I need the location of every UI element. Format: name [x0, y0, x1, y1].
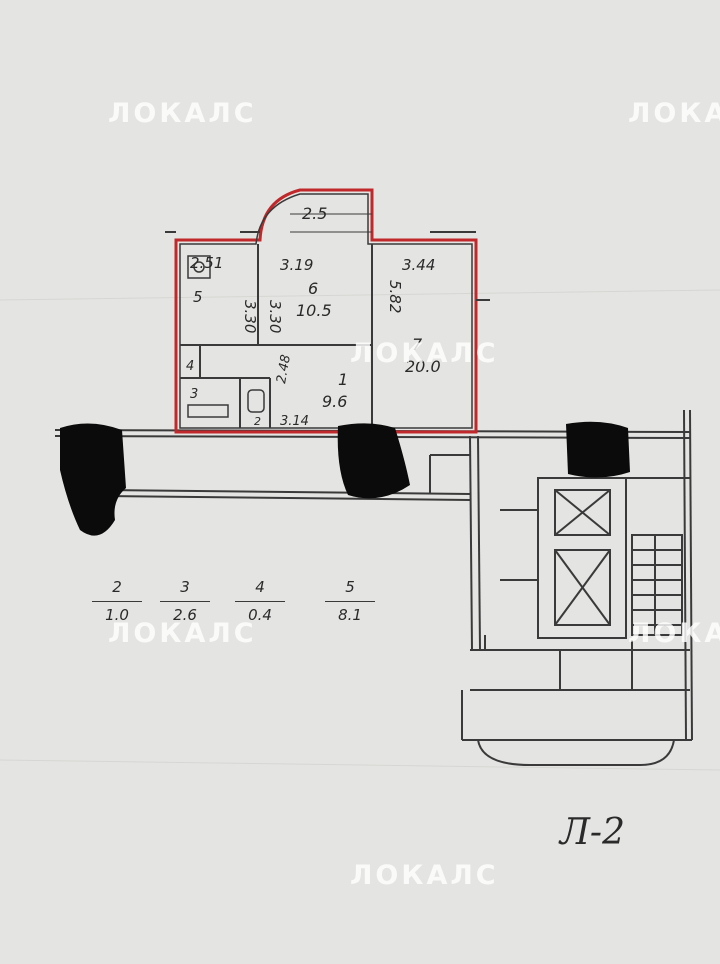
hall-depth: 2.48: [274, 354, 294, 385]
legend-room-5: 5: [345, 578, 355, 596]
room5-number: 5: [193, 288, 203, 306]
legend-area-2: 1.0: [105, 606, 129, 624]
elevator-core: [500, 477, 690, 639]
legend-divider: [160, 601, 210, 602]
legend-room-4: 4: [255, 578, 265, 596]
room6-depth: 3.30: [266, 300, 284, 333]
bathroom-fixtures: [187, 255, 265, 418]
redaction-right: [566, 421, 630, 478]
room2-number: 2: [254, 415, 261, 428]
balcony: [290, 213, 372, 233]
building-walls: [54, 409, 693, 766]
sheet-label: Л-2: [559, 812, 625, 853]
legend-area-4: 0.4: [248, 606, 272, 624]
room1-number: 1: [338, 370, 348, 389]
legend-room-3: 3: [180, 578, 190, 596]
room1-area: 9.6: [322, 392, 347, 411]
paper-texture: [0, 289, 720, 771]
redaction-left: [60, 423, 126, 536]
room6-number: 6: [308, 279, 318, 298]
watermark-logo: ЛОКАЛС: [350, 860, 499, 891]
room4-number: 4: [186, 359, 194, 374]
watermark-logo: ЛОКАЛС: [108, 98, 257, 129]
room6-width: 3.19: [280, 256, 313, 274]
watermark-logo: ЛОКАЛС: [628, 618, 720, 649]
room7-width: 3.44: [402, 256, 435, 274]
room-labels: 2.5 2.51 3.19 3.44 5 6 10.5 3.30 3.30 5.…: [186, 204, 441, 429]
room7-area: 20.0: [405, 357, 441, 376]
legend-area-5: 8.1: [338, 606, 362, 624]
watermark-logo: ЛОКАЛС: [108, 618, 257, 649]
watermark-logo: ЛОКАЛС: [350, 338, 499, 369]
interior-walls: [165, 231, 490, 428]
room3-number: 3: [190, 387, 198, 402]
watermark-logo: ЛОКАЛС: [628, 98, 720, 129]
legend-area-3: 2.6: [173, 606, 197, 624]
apartment-outline: [174, 188, 478, 434]
room5-width: 2.51: [190, 254, 223, 272]
legend-divider: [92, 601, 142, 602]
hall-width: 3.14: [280, 414, 309, 429]
redaction-center: [337, 423, 410, 499]
room7-number: 7: [412, 335, 423, 354]
room5-depth: 3.30: [241, 300, 259, 333]
room6-area: 10.5: [296, 301, 332, 320]
legend-divider: [325, 601, 375, 602]
redaction-marks: [60, 421, 630, 536]
legend-divider: [235, 601, 285, 602]
balcony-width: 2.5: [302, 204, 327, 223]
legend-room-2: 2: [112, 578, 122, 596]
room7-depth: 5.82: [386, 280, 404, 313]
